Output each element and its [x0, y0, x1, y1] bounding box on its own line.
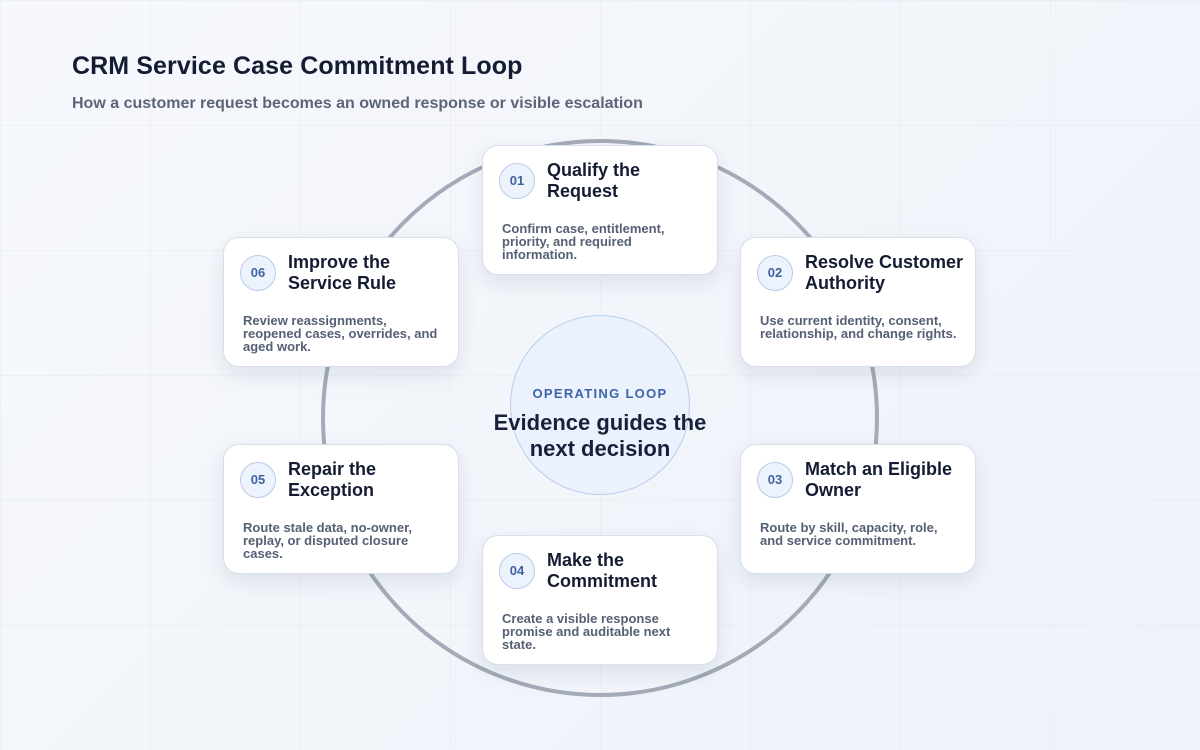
- step-title: Repair the Exception: [288, 459, 377, 500]
- center-kicker: OPERATING LOOP: [532, 386, 668, 401]
- step-card-improve: 06 Improve the Service Rule Review reass…: [223, 237, 459, 367]
- page-subtitle: How a customer request becomes an owned …: [72, 95, 643, 112]
- step-card-owner: 03 Match an Eligible Owner Route by skil…: [740, 444, 976, 574]
- step-description: Review reassignments, reopened cases, ov…: [243, 313, 438, 354]
- page-title: CRM Service Case Commitment Loop: [72, 52, 523, 80]
- step-card-qualify: 01 Qualify the Request Confirm case, ent…: [482, 145, 718, 275]
- step-card-authority: 02 Resolve Customer Authority Use curren…: [740, 237, 976, 367]
- step-number-badge: 02: [757, 255, 793, 291]
- step-title: Match an Eligible Owner: [805, 459, 953, 500]
- step-number-badge: 03: [757, 462, 793, 498]
- step-number-badge: 05: [240, 462, 276, 498]
- step-title: Make the Commitment: [547, 550, 658, 591]
- step-number-badge: 06: [240, 255, 276, 291]
- step-card-exception: 05 Repair the Exception Route stale data…: [223, 444, 459, 574]
- step-card-commitment: 04 Make the Commitment Create a visible …: [482, 535, 718, 665]
- step-number-badge: 01: [499, 163, 535, 199]
- step-title: Resolve Customer Authority: [805, 252, 964, 293]
- step-number-badge: 04: [499, 553, 535, 589]
- center-hub: OPERATING LOOP Evidence guides the next …: [494, 315, 706, 495]
- center-text: Evidence guides the next decision: [493, 410, 707, 461]
- step-description: Route by skill, capacity, role, and serv…: [760, 520, 938, 548]
- step-title: Qualify the Request: [547, 160, 641, 201]
- step-description: Create a visible response promise and au…: [502, 611, 671, 652]
- step-description: Route stale data, no-owner, replay, or d…: [243, 520, 413, 561]
- step-description: Use current identity, consent, relations…: [760, 313, 957, 341]
- step-title: Improve the Service Rule: [288, 252, 397, 293]
- step-description: Confirm case, entitlement, priority, and…: [502, 221, 665, 262]
